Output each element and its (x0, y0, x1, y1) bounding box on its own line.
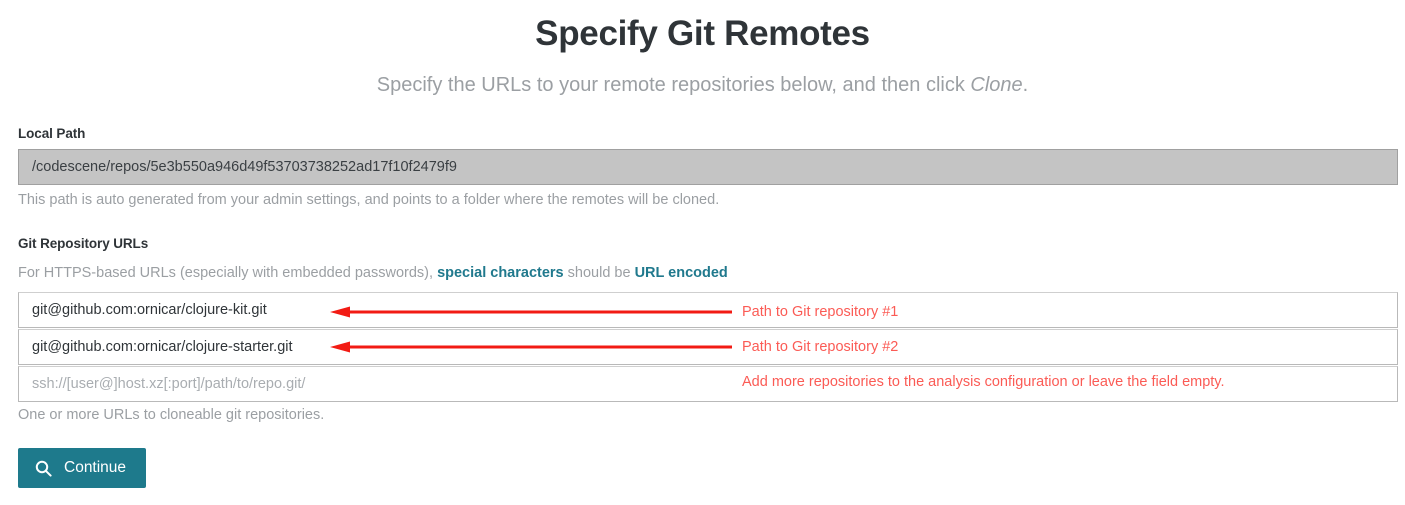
git-url-input-2[interactable] (19, 330, 1397, 364)
git-urls-help-middle: should be (563, 265, 635, 281)
git-url-input-1[interactable] (19, 293, 1397, 327)
page-subtitle-suffix: . (1022, 74, 1029, 96)
continue-button-label: Continue (64, 459, 127, 476)
git-url-input-3[interactable] (19, 367, 1397, 401)
git-url-input-list (18, 292, 1398, 403)
page-subtitle: Specify the URLs to your remote reposito… (0, 74, 1405, 97)
page-subtitle-prefix: Specify the URLs to your remote reposito… (376, 74, 971, 96)
page-title: Specify Git Remotes (535, 14, 870, 53)
git-urls-help-prefix: For HTTPS-based URLs (especially with em… (18, 265, 438, 281)
search-icon (35, 460, 52, 477)
url-encoded-link[interactable]: URL encoded (634, 265, 728, 281)
local-path-help-text: This path is auto generated from your ad… (18, 192, 720, 208)
special-characters-link[interactable]: special characters (437, 265, 564, 281)
git-url-row[interactable] (18, 292, 1398, 328)
git-url-row[interactable] (18, 366, 1398, 402)
continue-button[interactable]: Continue (18, 448, 147, 488)
git-urls-help-text: For HTTPS-based URLs (especially with em… (18, 265, 728, 281)
local-path-input[interactable] (18, 149, 1398, 185)
git-urls-bottom-help-text: One or more URLs to cloneable git reposi… (18, 407, 325, 423)
git-urls-label: Git Repository URLs (18, 236, 149, 251)
page-subtitle-emphasis: Clone (970, 74, 1023, 96)
local-path-label: Local Path (18, 126, 86, 141)
git-url-row[interactable] (18, 329, 1398, 365)
